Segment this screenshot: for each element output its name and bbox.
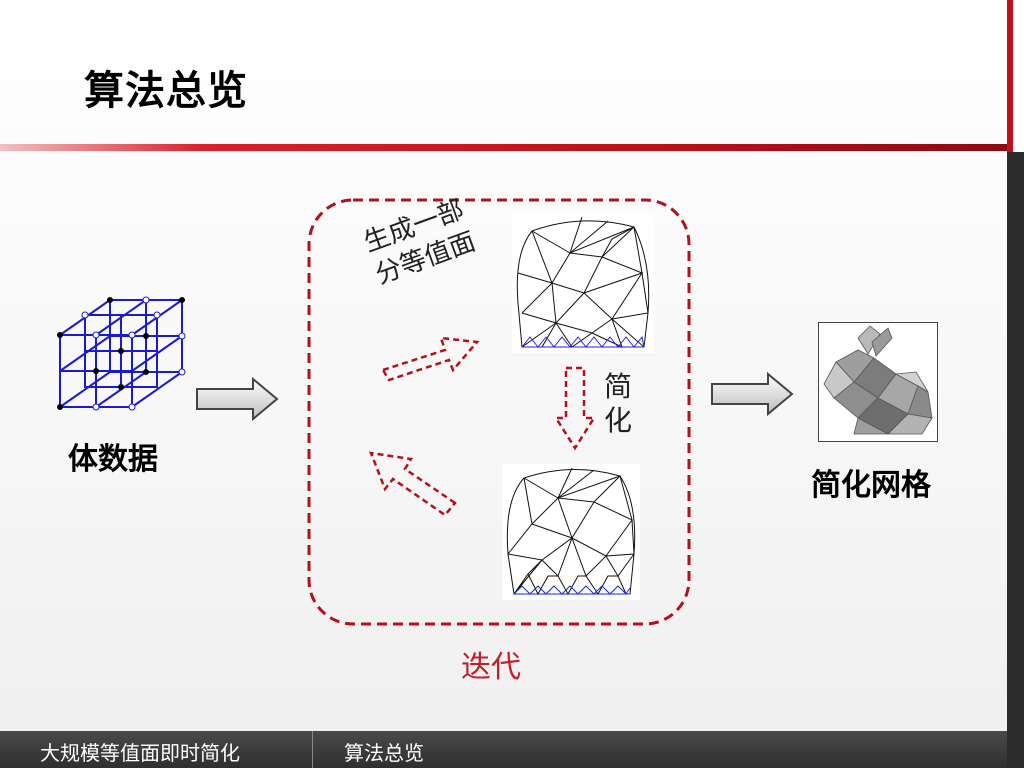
simplified-isosurface-mesh xyxy=(502,464,640,600)
bunny-mesh-image xyxy=(818,322,938,442)
simplify-arrow-icon xyxy=(553,366,597,451)
footer-left-text: 大规模等值面即时简化 xyxy=(40,741,240,765)
generate-arrow-icon xyxy=(381,336,480,382)
simplify-label-line2: 化 xyxy=(604,404,633,437)
iterate-back-arrow-icon xyxy=(369,451,457,517)
iterate-label: 迭代 xyxy=(461,650,521,685)
partial-isosurface-mesh xyxy=(512,213,654,353)
input-arrow-icon xyxy=(196,376,279,422)
footer-right-text: 算法总览 xyxy=(344,741,424,765)
header-rule xyxy=(0,144,1007,151)
input-label: 体数据 xyxy=(68,442,158,477)
right-edge-dark xyxy=(1007,152,1024,768)
footer-divider xyxy=(312,731,313,768)
volume-grid-icon xyxy=(57,296,186,411)
right-edge-accent xyxy=(1007,0,1013,152)
slide-title: 算法总览 xyxy=(84,68,248,114)
simplify-label-line1: 简 xyxy=(604,370,633,403)
footer-bar: 大规模等值面即时简化 算法总览 xyxy=(0,731,1007,768)
output-arrow-icon xyxy=(711,371,794,417)
output-label: 简化网格 xyxy=(811,468,931,503)
right-edge-top xyxy=(1013,0,1024,152)
iteration-box xyxy=(307,198,691,626)
simplify-label: 简 化 xyxy=(604,370,632,438)
